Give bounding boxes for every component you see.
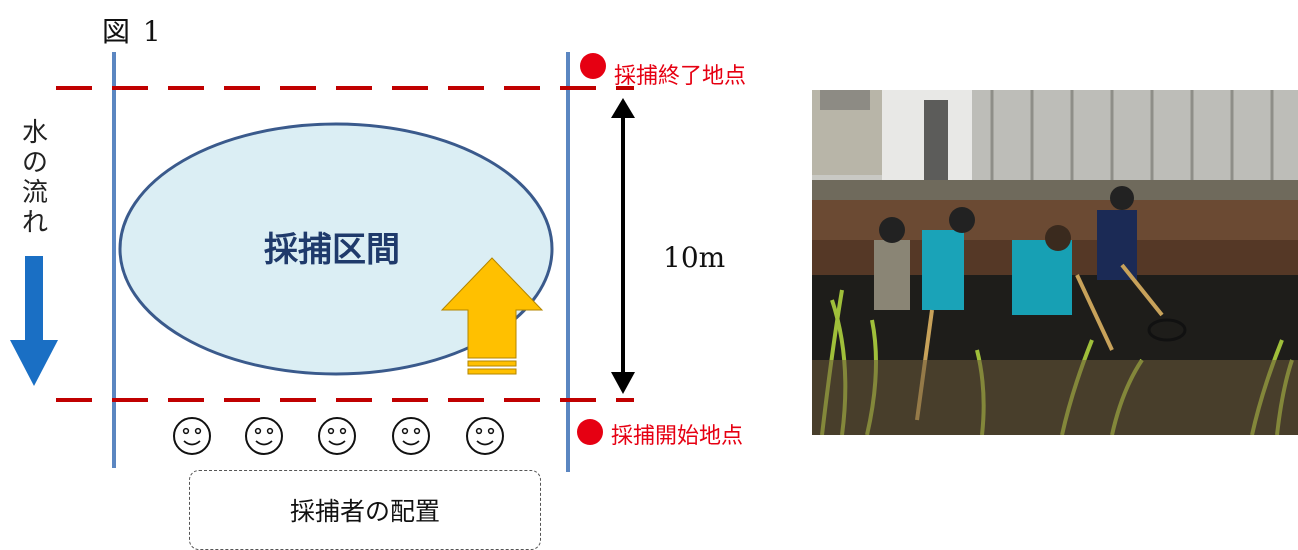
water-flow-label: 水の流れ [22,118,49,238]
start-point-marker-icon [577,419,603,445]
smiley-face-icon [173,417,211,455]
distance-label: 10m [663,241,726,274]
smiley-face-icon [466,417,504,455]
sampling-section-ellipse [118,122,554,376]
figure-title: 図 1 [102,15,163,48]
sampling-diagram [10,52,635,472]
section-label: 採捕区間 [264,230,400,270]
end-point-label: 採捕終了地点 [614,64,747,89]
progress-up-arrow-icon [440,257,544,375]
field-survey-photo [812,90,1298,435]
end-point-marker-icon [580,53,606,79]
smiley-face-icon [392,417,430,455]
smiley-face-icon [245,417,283,455]
distance-double-arrow-icon [611,98,635,394]
catchers-label: 採捕者の配置 [289,497,440,526]
start-point-label: 採捕開始地点 [611,424,744,449]
smiley-face-icon [318,417,356,455]
water-flow-arrow-icon [10,256,58,386]
